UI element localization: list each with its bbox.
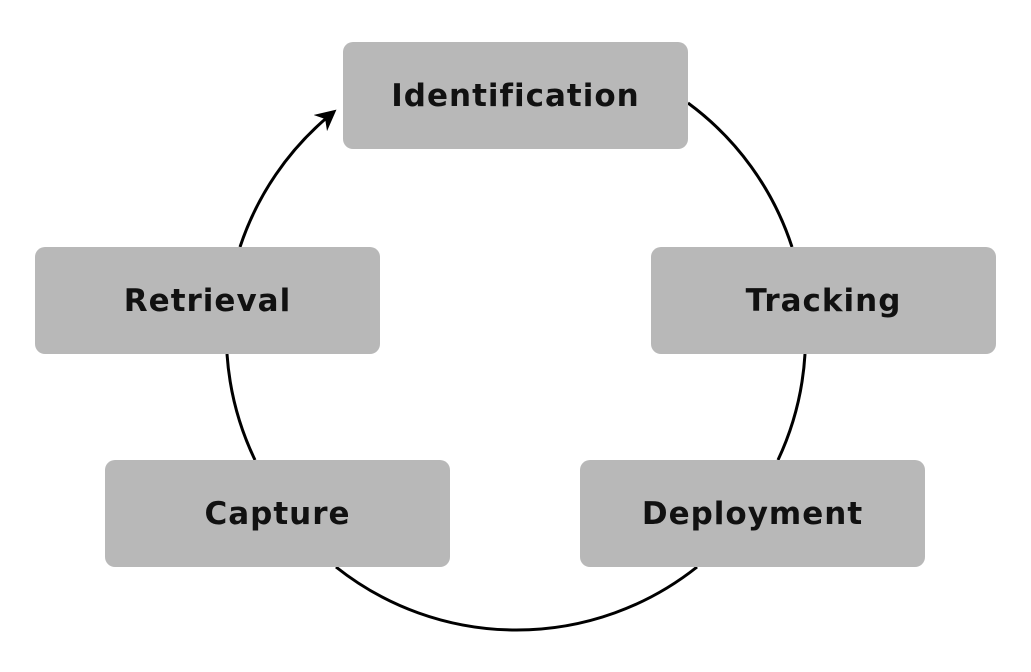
node-label: Deployment (641, 495, 864, 532)
edge-tracking-deployment (776, 353, 807, 461)
node-retrieval: Retrieval (35, 247, 380, 354)
node-label: Tracking (745, 282, 902, 319)
node-label: Identification (391, 77, 640, 114)
edge-capture-retrieval (225, 353, 257, 461)
node-tracking: Tracking (651, 247, 996, 354)
edge-deployment-capture (335, 565, 698, 632)
node-identification: Identification (343, 42, 688, 149)
edge-identification-tracking (687, 101, 794, 248)
edge-retrieval-identification (238, 109, 337, 248)
node-label: Retrieval (123, 282, 292, 319)
node-capture: Capture (105, 460, 450, 567)
node-deployment: Deployment (580, 460, 925, 567)
node-label: Capture (204, 495, 351, 532)
